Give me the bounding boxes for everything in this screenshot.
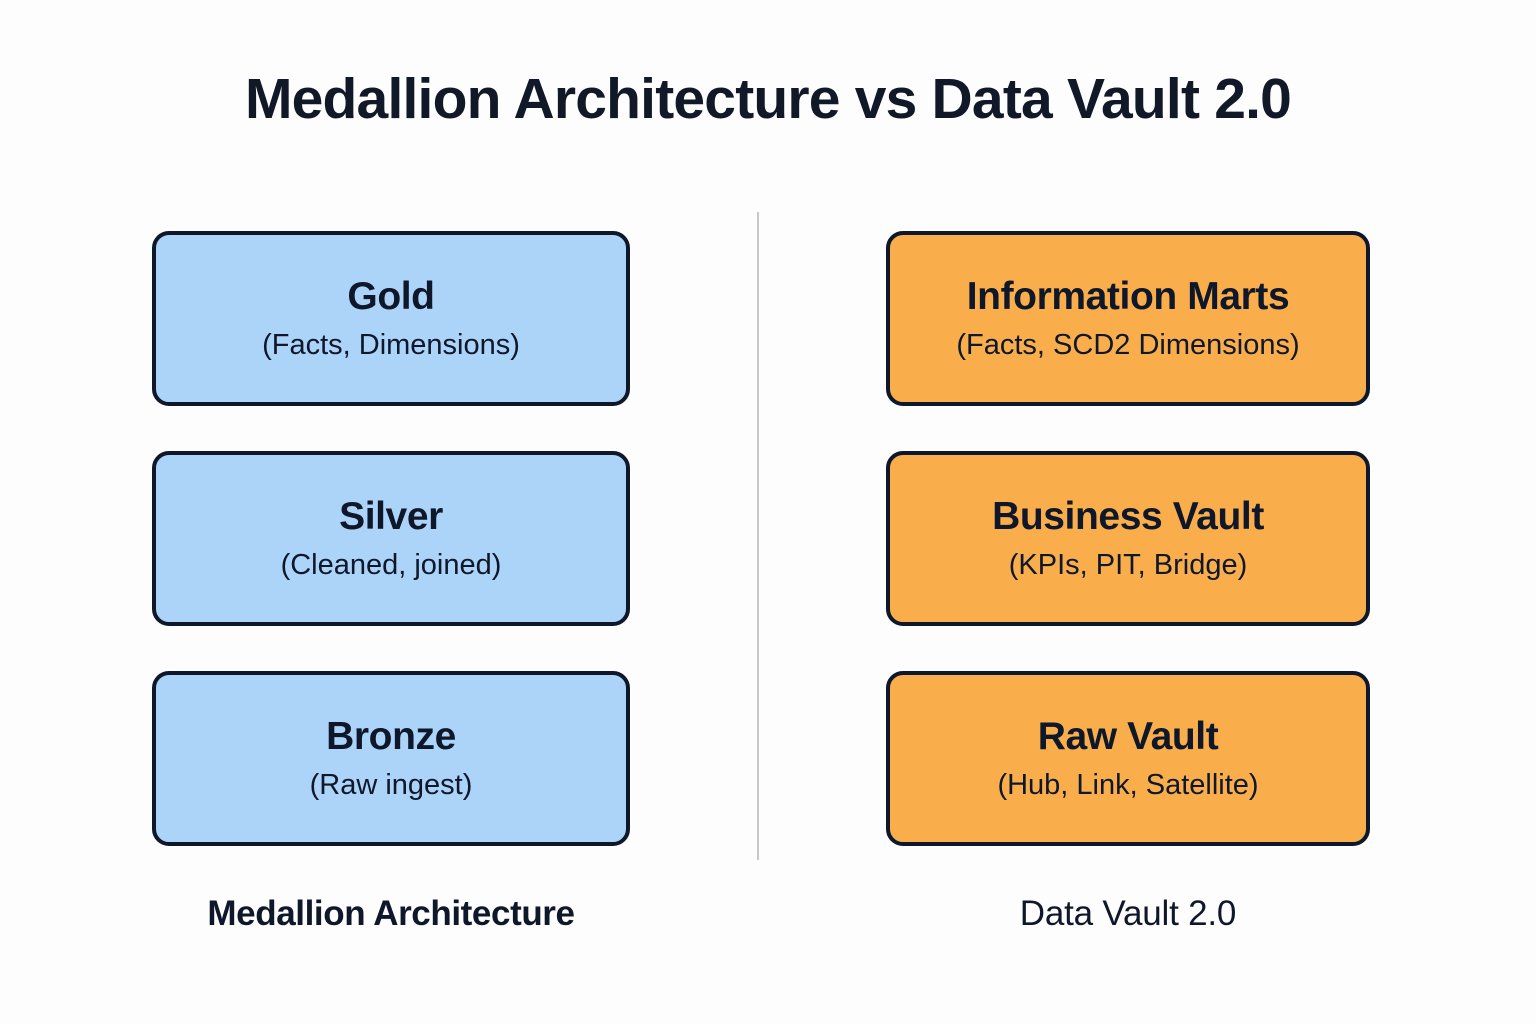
node-silver-title: Silver [339, 494, 443, 538]
node-business-vault-subtitle: (KPIs, PIT, Bridge) [1008, 548, 1248, 581]
column-divider [757, 212, 759, 860]
node-stack-data-vault: Information Marts (Facts, SCD2 Dimension… [886, 231, 1370, 846]
column-data-vault: Information Marts (Facts, SCD2 Dimension… [886, 231, 1370, 846]
node-bronze-title: Bronze [326, 714, 456, 758]
node-bronze[interactable]: Bronze (Raw ingest) [152, 671, 630, 846]
node-silver[interactable]: Silver (Cleaned, joined) [152, 451, 630, 626]
node-raw-vault-title: Raw Vault [1037, 714, 1219, 758]
node-gold-title: Gold [347, 274, 435, 318]
node-information-marts[interactable]: Information Marts (Facts, SCD2 Dimension… [886, 231, 1370, 406]
node-raw-vault-subtitle: (Hub, Link, Satellite) [997, 768, 1259, 801]
node-information-marts-title: Information Marts [966, 274, 1290, 318]
node-gold-subtitle: (Facts, Dimensions) [262, 328, 520, 361]
column-medallion: Gold (Facts, Dimensions) Silver (Cleaned… [152, 231, 630, 846]
node-gold[interactable]: Gold (Facts, Dimensions) [152, 231, 630, 406]
node-silver-subtitle: (Cleaned, joined) [280, 548, 502, 581]
node-business-vault-title: Business Vault [992, 494, 1264, 538]
node-raw-vault[interactable]: Raw Vault (Hub, Link, Satellite) [886, 671, 1370, 846]
node-business-vault[interactable]: Business Vault (KPIs, PIT, Bridge) [886, 451, 1370, 626]
node-information-marts-subtitle: (Facts, SCD2 Dimensions) [956, 328, 1300, 361]
node-bronze-subtitle: (Raw ingest) [309, 768, 473, 801]
page-title: Medallion Architecture vs Data Vault 2.0 [244, 67, 1292, 131]
column-caption-data-vault: Data Vault 2.0 [1019, 894, 1237, 933]
column-caption-medallion: Medallion Architecture [207, 894, 575, 933]
node-stack-medallion: Gold (Facts, Dimensions) Silver (Cleaned… [152, 231, 630, 846]
